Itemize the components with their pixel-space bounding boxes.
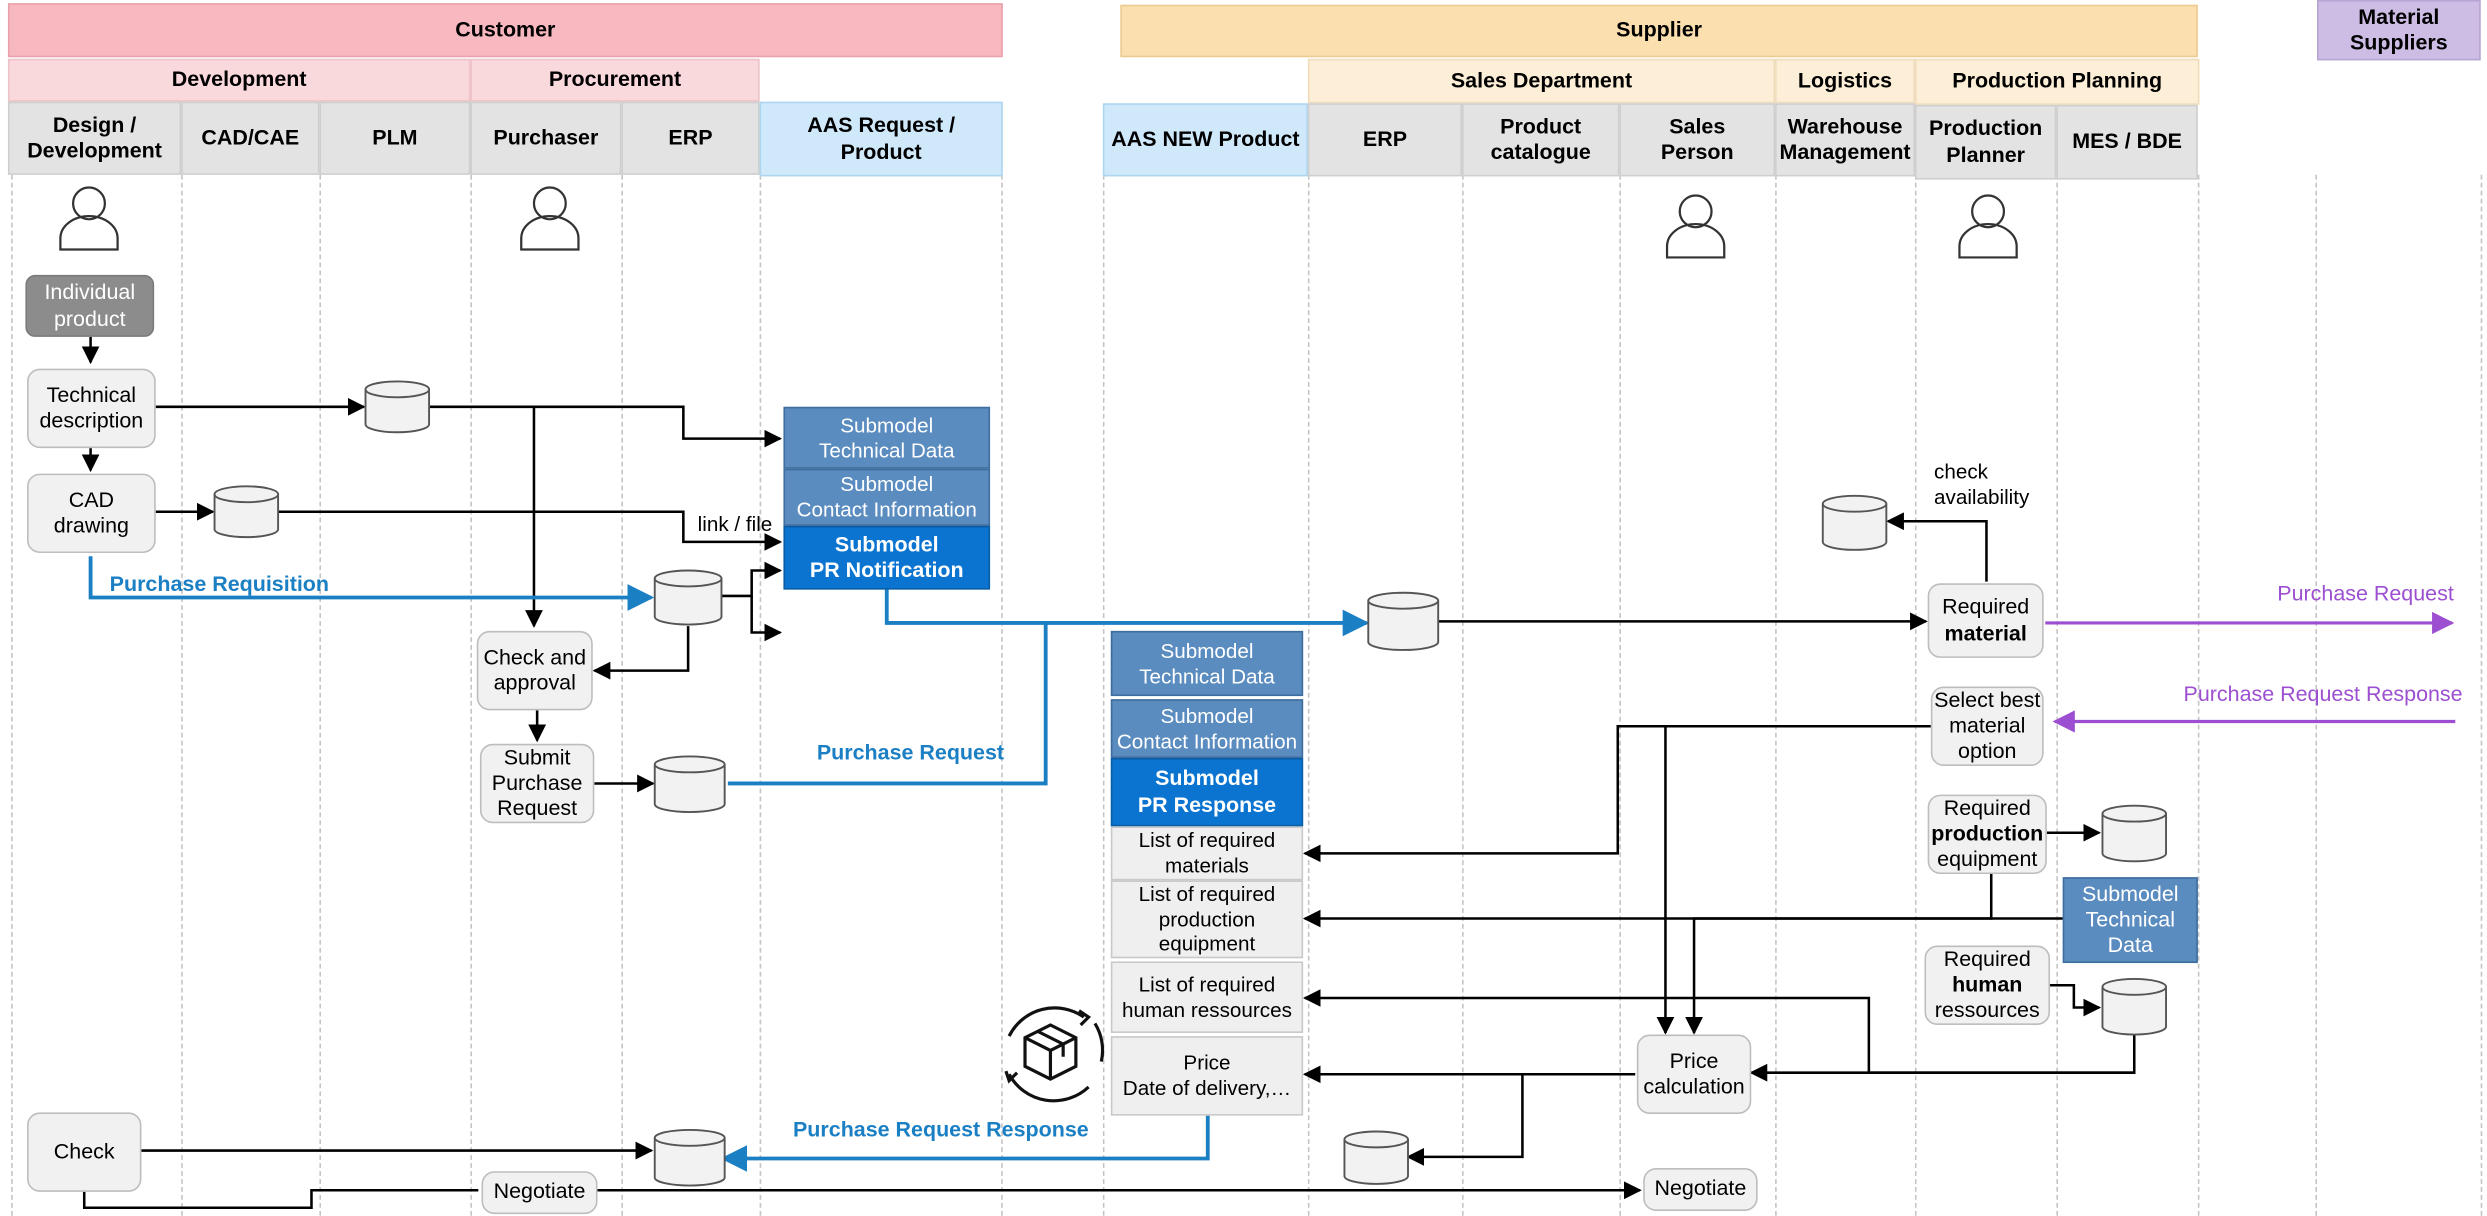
customer-negotiate-step: Negotiate xyxy=(481,1171,598,1215)
response-submodel-contact-information: Submodel Contact Information xyxy=(1110,699,1304,759)
column-purchaser: Purchaser xyxy=(470,101,622,175)
customer-header: Customer xyxy=(7,3,1003,58)
lane-line xyxy=(2315,174,2318,1216)
lane-line xyxy=(1462,174,1464,1216)
individual-product-step: Individual product xyxy=(25,274,155,337)
request-submodel-pr-notification: Submodel PR Notification xyxy=(783,526,991,590)
supplier-negotiate-step: Negotiate xyxy=(1643,1168,1758,1211)
response-submodel-technical-data: Submodel Technical Data xyxy=(1110,630,1304,697)
lane-line xyxy=(621,174,623,1216)
request-submodel-technical-data: Submodel Technical Data xyxy=(783,406,991,469)
check-step: Check xyxy=(27,1112,142,1192)
column-plm: PLM xyxy=(319,101,471,175)
lane-line xyxy=(2197,174,2200,1216)
procurement-header: Procurement xyxy=(470,58,760,102)
person-icon xyxy=(59,186,119,251)
production-planning-header: Production Planning xyxy=(1914,58,2200,105)
package-cycle-icon xyxy=(1004,1006,1105,1103)
cad-drawing-step: CAD drawing xyxy=(27,473,156,554)
lane-line xyxy=(11,174,13,1216)
check-availability-label: check availability xyxy=(1934,459,2030,508)
technical-description-step: Technical description xyxy=(27,368,156,449)
sales-department-header: Sales Department xyxy=(1307,58,1776,104)
person-icon xyxy=(520,186,580,251)
purchase-request-label: Purchase Request xyxy=(816,740,1005,765)
column-aas-new-product: AAS NEW Product xyxy=(1102,103,1308,177)
material-suppliers-header: Material Suppliers xyxy=(2317,0,2481,61)
price-calculation-step: Price calculation xyxy=(1636,1034,1752,1115)
lane-line xyxy=(319,174,322,1216)
column-erp-supplier: ERP xyxy=(1307,103,1463,177)
lane-line xyxy=(2480,174,2483,1216)
column-mes-bde: MES / BDE xyxy=(2056,104,2198,180)
required-material-step: Required material xyxy=(1927,583,2044,658)
column-aas-request: AAS Request / Product xyxy=(759,101,1003,177)
purchase-request-response-label: Purchase Request Response xyxy=(792,1117,1089,1142)
supplier-header: Supplier xyxy=(1120,4,2198,58)
required-human-resources-step: Required human ressources xyxy=(1924,945,2051,1026)
request-submodel-contact-information: Submodel Contact Information xyxy=(783,468,991,527)
lane-line xyxy=(759,174,762,1216)
lane-line xyxy=(1307,174,1310,1216)
lane-line xyxy=(470,174,472,1216)
column-production-planner: Production Planner xyxy=(1914,104,2057,180)
material-purchase-request-response-label: Purchase Request Response xyxy=(2183,681,2463,706)
material-purchase-request-label: Purchase Request xyxy=(2277,581,2454,606)
person-icon xyxy=(1958,194,2018,259)
person-icon xyxy=(1665,194,1726,259)
column-sales-person: Sales Person xyxy=(1619,103,1776,177)
development-header: Development xyxy=(7,58,471,102)
lane-line xyxy=(181,174,183,1216)
supplier-submodel-technical-data: Submodel Technical Data xyxy=(2062,877,2198,964)
lane-line xyxy=(1619,174,1621,1216)
purchase-requisition-label: Purchase Requisition xyxy=(109,572,330,596)
response-submodel-pr-response: Submodel PR Response xyxy=(1110,758,1304,827)
select-best-material-step: Select best material option xyxy=(1930,686,2044,766)
lane-line xyxy=(2056,174,2058,1216)
link-file-label: link / file xyxy=(697,511,773,536)
check-and-approval-step: Check and approval xyxy=(476,630,593,711)
lane-line xyxy=(1001,174,1003,1216)
column-warehouse-management: Warehouse Management xyxy=(1775,103,1915,177)
lane-line xyxy=(1102,174,1105,1216)
list-required-human-resources: List of required human ressources xyxy=(1110,961,1304,1033)
column-product-catalogue: Product catalogue xyxy=(1462,103,1620,177)
column-design-development: Design / Development xyxy=(7,101,182,175)
lane-line xyxy=(1914,174,1917,1216)
lane-line xyxy=(1775,174,1777,1216)
database-icon xyxy=(213,380,2167,1187)
column-cad-cae: CAD/CAE xyxy=(181,101,320,175)
column-erp-customer: ERP xyxy=(621,101,760,175)
required-production-equipment-step: Required production equipment xyxy=(1927,794,2047,875)
submit-purchase-request-step: Submit Purchase Request xyxy=(479,743,595,824)
price-date-of-delivery: Price Date of delivery,… xyxy=(1110,1036,1304,1116)
logistics-header: Logistics xyxy=(1775,58,1915,104)
list-required-materials: List of required materials xyxy=(1110,826,1304,881)
list-required-production-equipment: List of required production equipment xyxy=(1110,880,1304,959)
